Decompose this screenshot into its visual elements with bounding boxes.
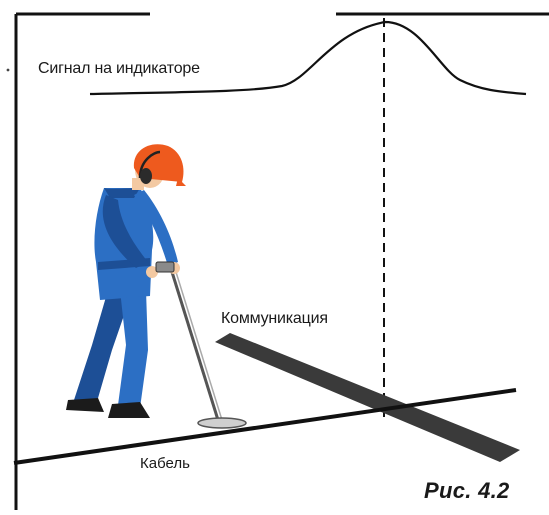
boot-front bbox=[108, 402, 150, 418]
communication-label: Коммуникация bbox=[221, 310, 328, 327]
detector-pole bbox=[170, 271, 220, 421]
signal-label: Сигнал на индикаторе bbox=[38, 60, 200, 77]
headphones-icon bbox=[138, 150, 161, 184]
cable-label: Кабель bbox=[140, 455, 190, 472]
frame bbox=[14, 12, 549, 510]
stray-dot bbox=[6, 68, 10, 72]
worker-with-detector-icon bbox=[66, 144, 247, 429]
boot-back bbox=[66, 398, 104, 412]
figure-caption: Рис. 4.2 bbox=[424, 478, 510, 503]
metal-detector-icon bbox=[197, 417, 247, 429]
signal-curve bbox=[89, 20, 527, 96]
cable-line bbox=[13, 388, 517, 465]
communication-strip bbox=[215, 333, 520, 462]
